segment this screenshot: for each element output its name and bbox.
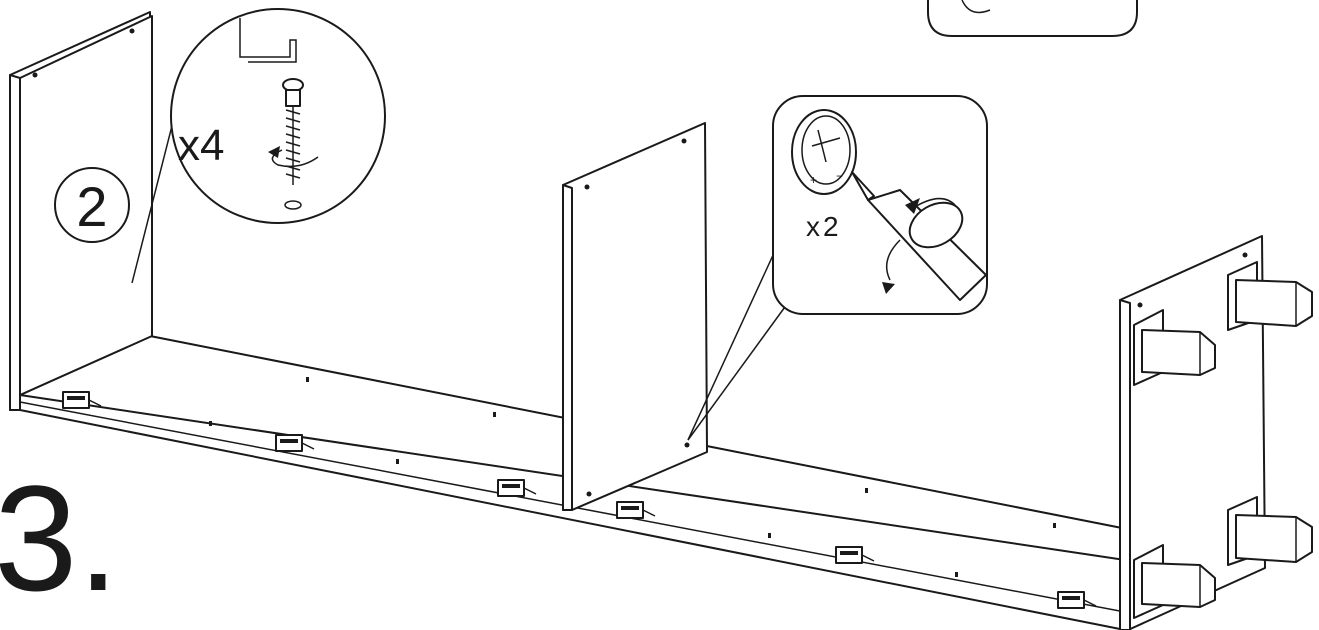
svg-text:+: +: [810, 173, 817, 187]
middle-divider-panel: [562, 122, 708, 511]
screwdriver-icon: [851, 171, 987, 301]
camlock-detail: + − x2: [687, 95, 988, 441]
bracket-fittings: [62, 391, 1097, 609]
base-holes: [209, 377, 1056, 577]
cam-lock-icon: + −: [791, 109, 857, 195]
screw-detail: x4: [131, 8, 386, 284]
part-callout-number: 2: [76, 175, 107, 238]
step-number: 3.: [0, 454, 119, 622]
screw-quantity: x4: [178, 121, 224, 170]
part-callout: 2: [54, 167, 130, 243]
leg-bottom-left: [1133, 544, 1216, 619]
top-hint-bubble: [927, 0, 1138, 37]
leg-top-right: [1227, 261, 1313, 331]
screw-icon: [282, 78, 304, 210]
svg-text:−: −: [836, 169, 843, 183]
leg-bottom-right: [1227, 496, 1313, 566]
leg-top-left: [1133, 309, 1216, 386]
camlock-quantity: x2: [806, 211, 842, 242]
allen-key-icon: [239, 18, 297, 63]
